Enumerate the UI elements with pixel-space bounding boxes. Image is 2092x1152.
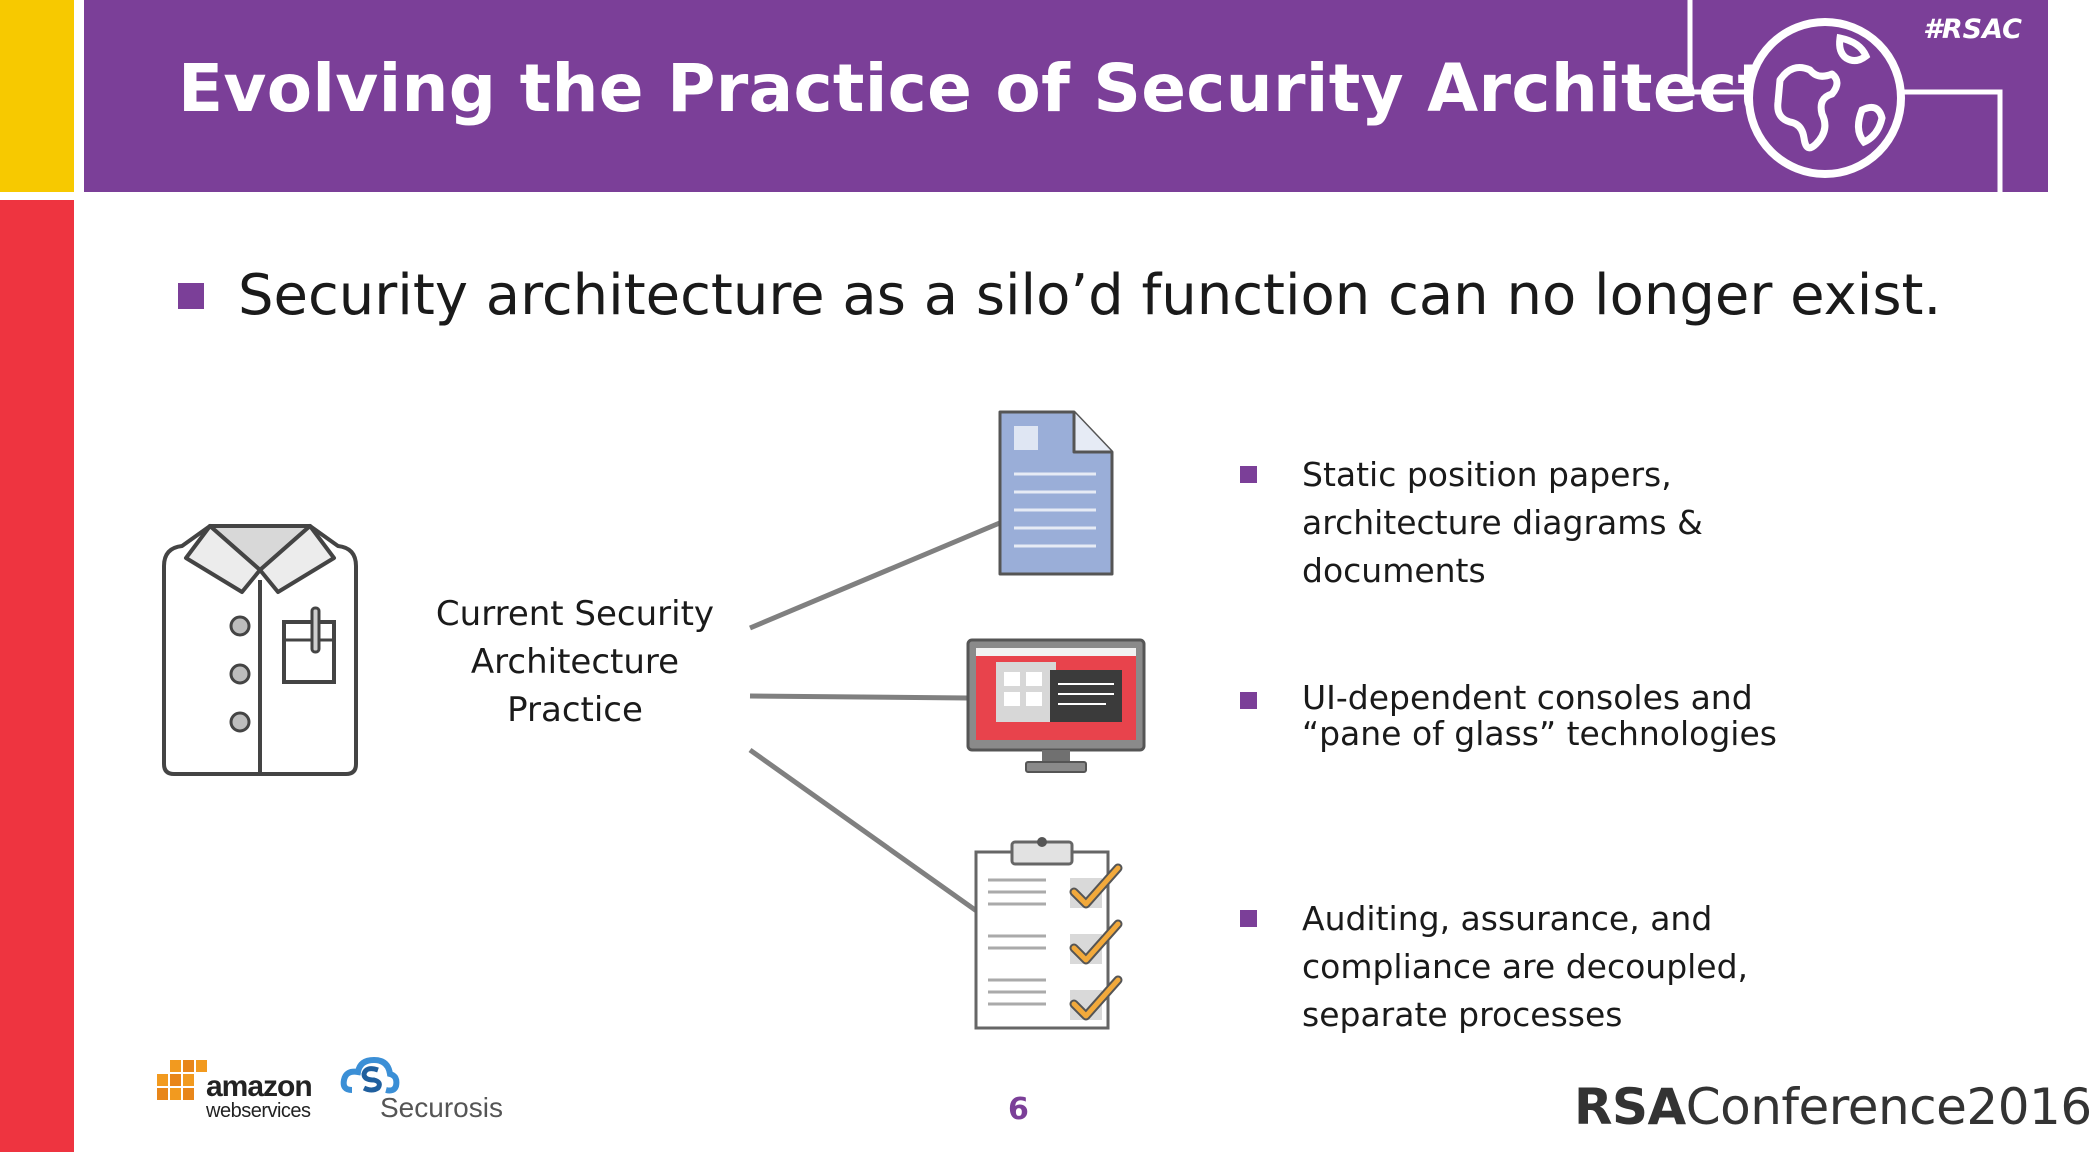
shirt-icon [162, 524, 358, 776]
rsa-logo-bold: RSA [1574, 1078, 1686, 1136]
bullet-marker [1240, 910, 1257, 927]
aws-logo-subtext: webservices [206, 1100, 311, 1122]
accent-bar-red [0, 200, 74, 1152]
connector-line-consoles [749, 693, 969, 701]
page-number: 6 [1008, 1092, 1029, 1127]
bullet-marker [178, 283, 204, 309]
aws-logo-text: amazon [206, 1070, 313, 1103]
bullet-static-papers: Static position papers, architecture dia… [1302, 455, 1703, 590]
aws-cubes-icon [157, 1060, 207, 1100]
monitor-icon [966, 638, 1146, 773]
hashtag: #RSAC [1923, 14, 2022, 45]
bullet-marker [1240, 466, 1257, 483]
bullet-auditing: Auditing, assurance, and compliance are … [1302, 899, 1749, 1034]
bullet-marker [1240, 692, 1257, 709]
connector-line-documents [749, 519, 1003, 631]
bullet-ui-consoles: UI-dependent consoles and “pane of glass… [1302, 678, 1777, 753]
rsa-conference-logo: RSAConference2016 [1574, 1078, 2092, 1136]
globe-icon [1745, 18, 1905, 178]
accent-gap [74, 0, 84, 1152]
securosis-logo-icon [340, 1056, 400, 1094]
slide-title: Evolving the Practice of Security Archit… [178, 50, 1895, 127]
practice-label: Current Security Architecture Practice [420, 590, 730, 734]
document-icon [998, 410, 1114, 576]
globe-frame [1687, 0, 2003, 192]
accent-bar-yellow [0, 0, 74, 192]
rsa-logo-rest: Conference2016 [1685, 1078, 2092, 1136]
connector-line-auditing [748, 747, 980, 915]
securosis-logo-text: Securosis [380, 1092, 503, 1123]
main-bullet-text: Security architecture as a silo’d functi… [238, 263, 1942, 328]
clipboard-checklist-icon [974, 837, 1123, 1030]
title-bar [84, 0, 2048, 192]
connector-lines [748, 519, 1003, 915]
practice-label-text: Current Security Architecture Practice [435, 594, 715, 730]
